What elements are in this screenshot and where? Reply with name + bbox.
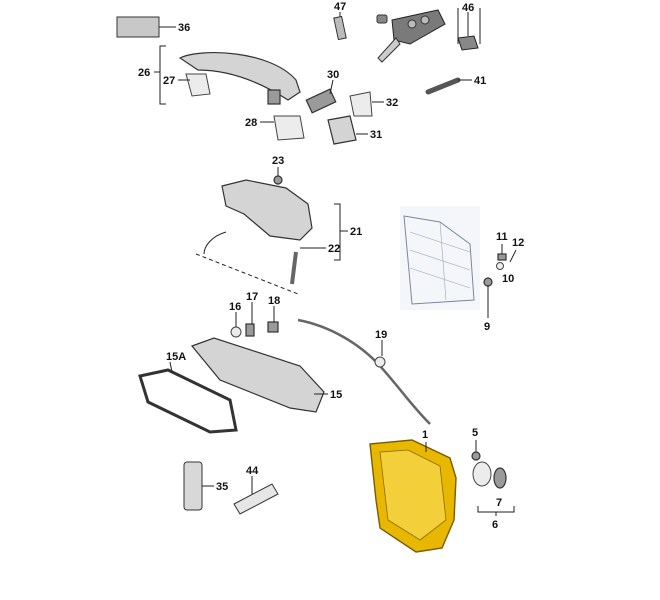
label-46: 46 [462, 2, 474, 14]
key-fob[interactable] [376, 9, 446, 63]
label-15a: 15A [166, 351, 186, 363]
part-36-swatch[interactable] [116, 16, 176, 38]
part-19-cable[interactable] [297, 318, 431, 425]
part-32-cover[interactable] [349, 91, 384, 117]
label-9: 9 [484, 321, 490, 333]
label-36: 36 [178, 22, 190, 34]
part-21-handle-carrier[interactable] [221, 167, 348, 261]
label-1: 1 [422, 429, 428, 441]
label-47: 47 [334, 1, 346, 13]
label-41: 41 [474, 75, 486, 87]
label-21: 21 [350, 226, 362, 238]
label-22: 22 [328, 243, 340, 255]
part-44-grease-tube[interactable] [233, 476, 279, 515]
label-44: 44 [246, 465, 259, 477]
label-31: 31 [370, 129, 382, 141]
label-32: 32 [386, 97, 398, 109]
label-23: 23 [272, 155, 284, 167]
label-30: 30 [327, 69, 339, 81]
part-16-17-18-clips[interactable] [230, 302, 279, 338]
body-detail-inset [400, 206, 480, 310]
label-11: 11 [496, 231, 508, 243]
label-18: 18 [268, 295, 280, 307]
part-1-door-lock[interactable] [369, 439, 457, 553]
label-10: 10 [502, 273, 514, 285]
part-46-bracket[interactable] [457, 8, 481, 51]
label-6: 6 [492, 519, 498, 531]
label-19: 19 [375, 329, 387, 341]
label-16: 16 [229, 301, 241, 313]
part-41-rod[interactable] [425, 77, 472, 95]
label-35: 35 [216, 481, 228, 493]
part-15A-seal[interactable] [138, 361, 238, 434]
label-17: 17 [246, 291, 258, 303]
part-26-outer-handle[interactable] [154, 45, 301, 105]
label-28: 28 [245, 117, 257, 129]
label-26: 26 [138, 67, 150, 79]
part-35-tube[interactable] [183, 461, 214, 511]
label-7: 7 [496, 497, 502, 509]
part-28-gasket[interactable] [260, 115, 305, 141]
parts-9-12-fasteners[interactable] [483, 244, 517, 318]
part-30-lock-cylinder[interactable] [305, 79, 337, 114]
part-47-pin[interactable] [333, 12, 347, 41]
label-27: 27 [163, 75, 175, 87]
part-22-cable[interactable] [203, 231, 326, 285]
parts-5-6-7-hardware[interactable] [471, 440, 515, 516]
label-12: 12 [512, 237, 524, 249]
label-5: 5 [472, 427, 478, 439]
part-31-trim[interactable] [327, 115, 368, 145]
label-15: 15 [330, 389, 342, 401]
part-15-inner-panel[interactable] [190, 337, 328, 413]
